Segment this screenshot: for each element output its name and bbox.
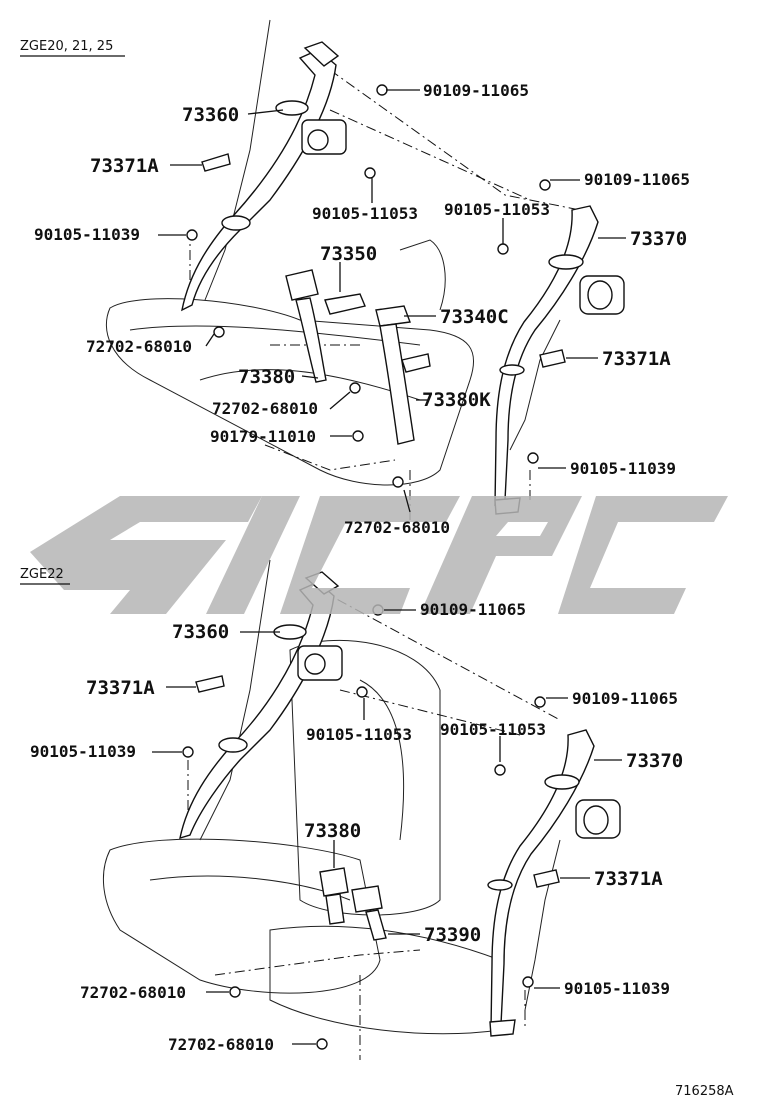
part-label: 90105-11053: [440, 720, 546, 739]
part-label: 90105-11039: [564, 979, 670, 998]
part-label: 73360: [172, 621, 229, 643]
part-label: 73371A: [86, 677, 155, 699]
part-label: 90105-11039: [34, 225, 140, 244]
variant-heading-bottom: ZGE22: [20, 567, 64, 582]
part-label: 73370: [630, 228, 687, 250]
part-label: 72702-68010: [80, 983, 186, 1002]
part-label: 90105-11053: [312, 204, 418, 223]
part-label: 73371A: [90, 155, 159, 177]
part-label: 90109-11065: [584, 170, 690, 189]
part-label: 90105-11039: [30, 742, 136, 761]
part-label: 73380: [238, 366, 295, 388]
part-label: 73370: [626, 750, 683, 772]
top-diagram-drawing: [105, 19, 625, 520]
part-label: 73350: [320, 243, 377, 265]
bottom-diagram-drawing: [102, 559, 621, 1060]
part-label: 73371A: [602, 348, 671, 370]
part-label: 73380: [304, 820, 361, 842]
diagram-code: 716258A: [675, 1084, 734, 1099]
part-label: 72702-68010: [212, 399, 318, 418]
part-label: 73371A: [594, 868, 663, 890]
part-label: 72702-68010: [86, 337, 192, 356]
part-label: 90105-11053: [306, 725, 412, 744]
part-label: 90179-11010: [210, 427, 316, 446]
top-callouts: 73360 90109-11065 73371A 90109-11065 901…: [34, 81, 690, 537]
part-label: 90105-11053: [444, 200, 550, 219]
part-label: 90109-11065: [572, 689, 678, 708]
part-label: 73380K: [422, 389, 491, 411]
part-label: 72702-68010: [344, 518, 450, 537]
part-label: 72702-68010: [168, 1035, 274, 1054]
bottom-callouts: 73360 90109-11065 73371A 90109-11065 901…: [30, 600, 683, 1054]
part-label: 90105-11039: [570, 459, 676, 478]
variant-heading-top: ZGE20, 21, 25: [20, 39, 113, 54]
part-label: 90109-11065: [420, 600, 526, 619]
part-label: 73360: [182, 104, 239, 126]
watermark-logo: [30, 496, 728, 614]
part-label: 73340C: [440, 306, 509, 328]
part-label: 90109-11065: [423, 81, 529, 100]
part-label: 73390: [424, 924, 481, 946]
